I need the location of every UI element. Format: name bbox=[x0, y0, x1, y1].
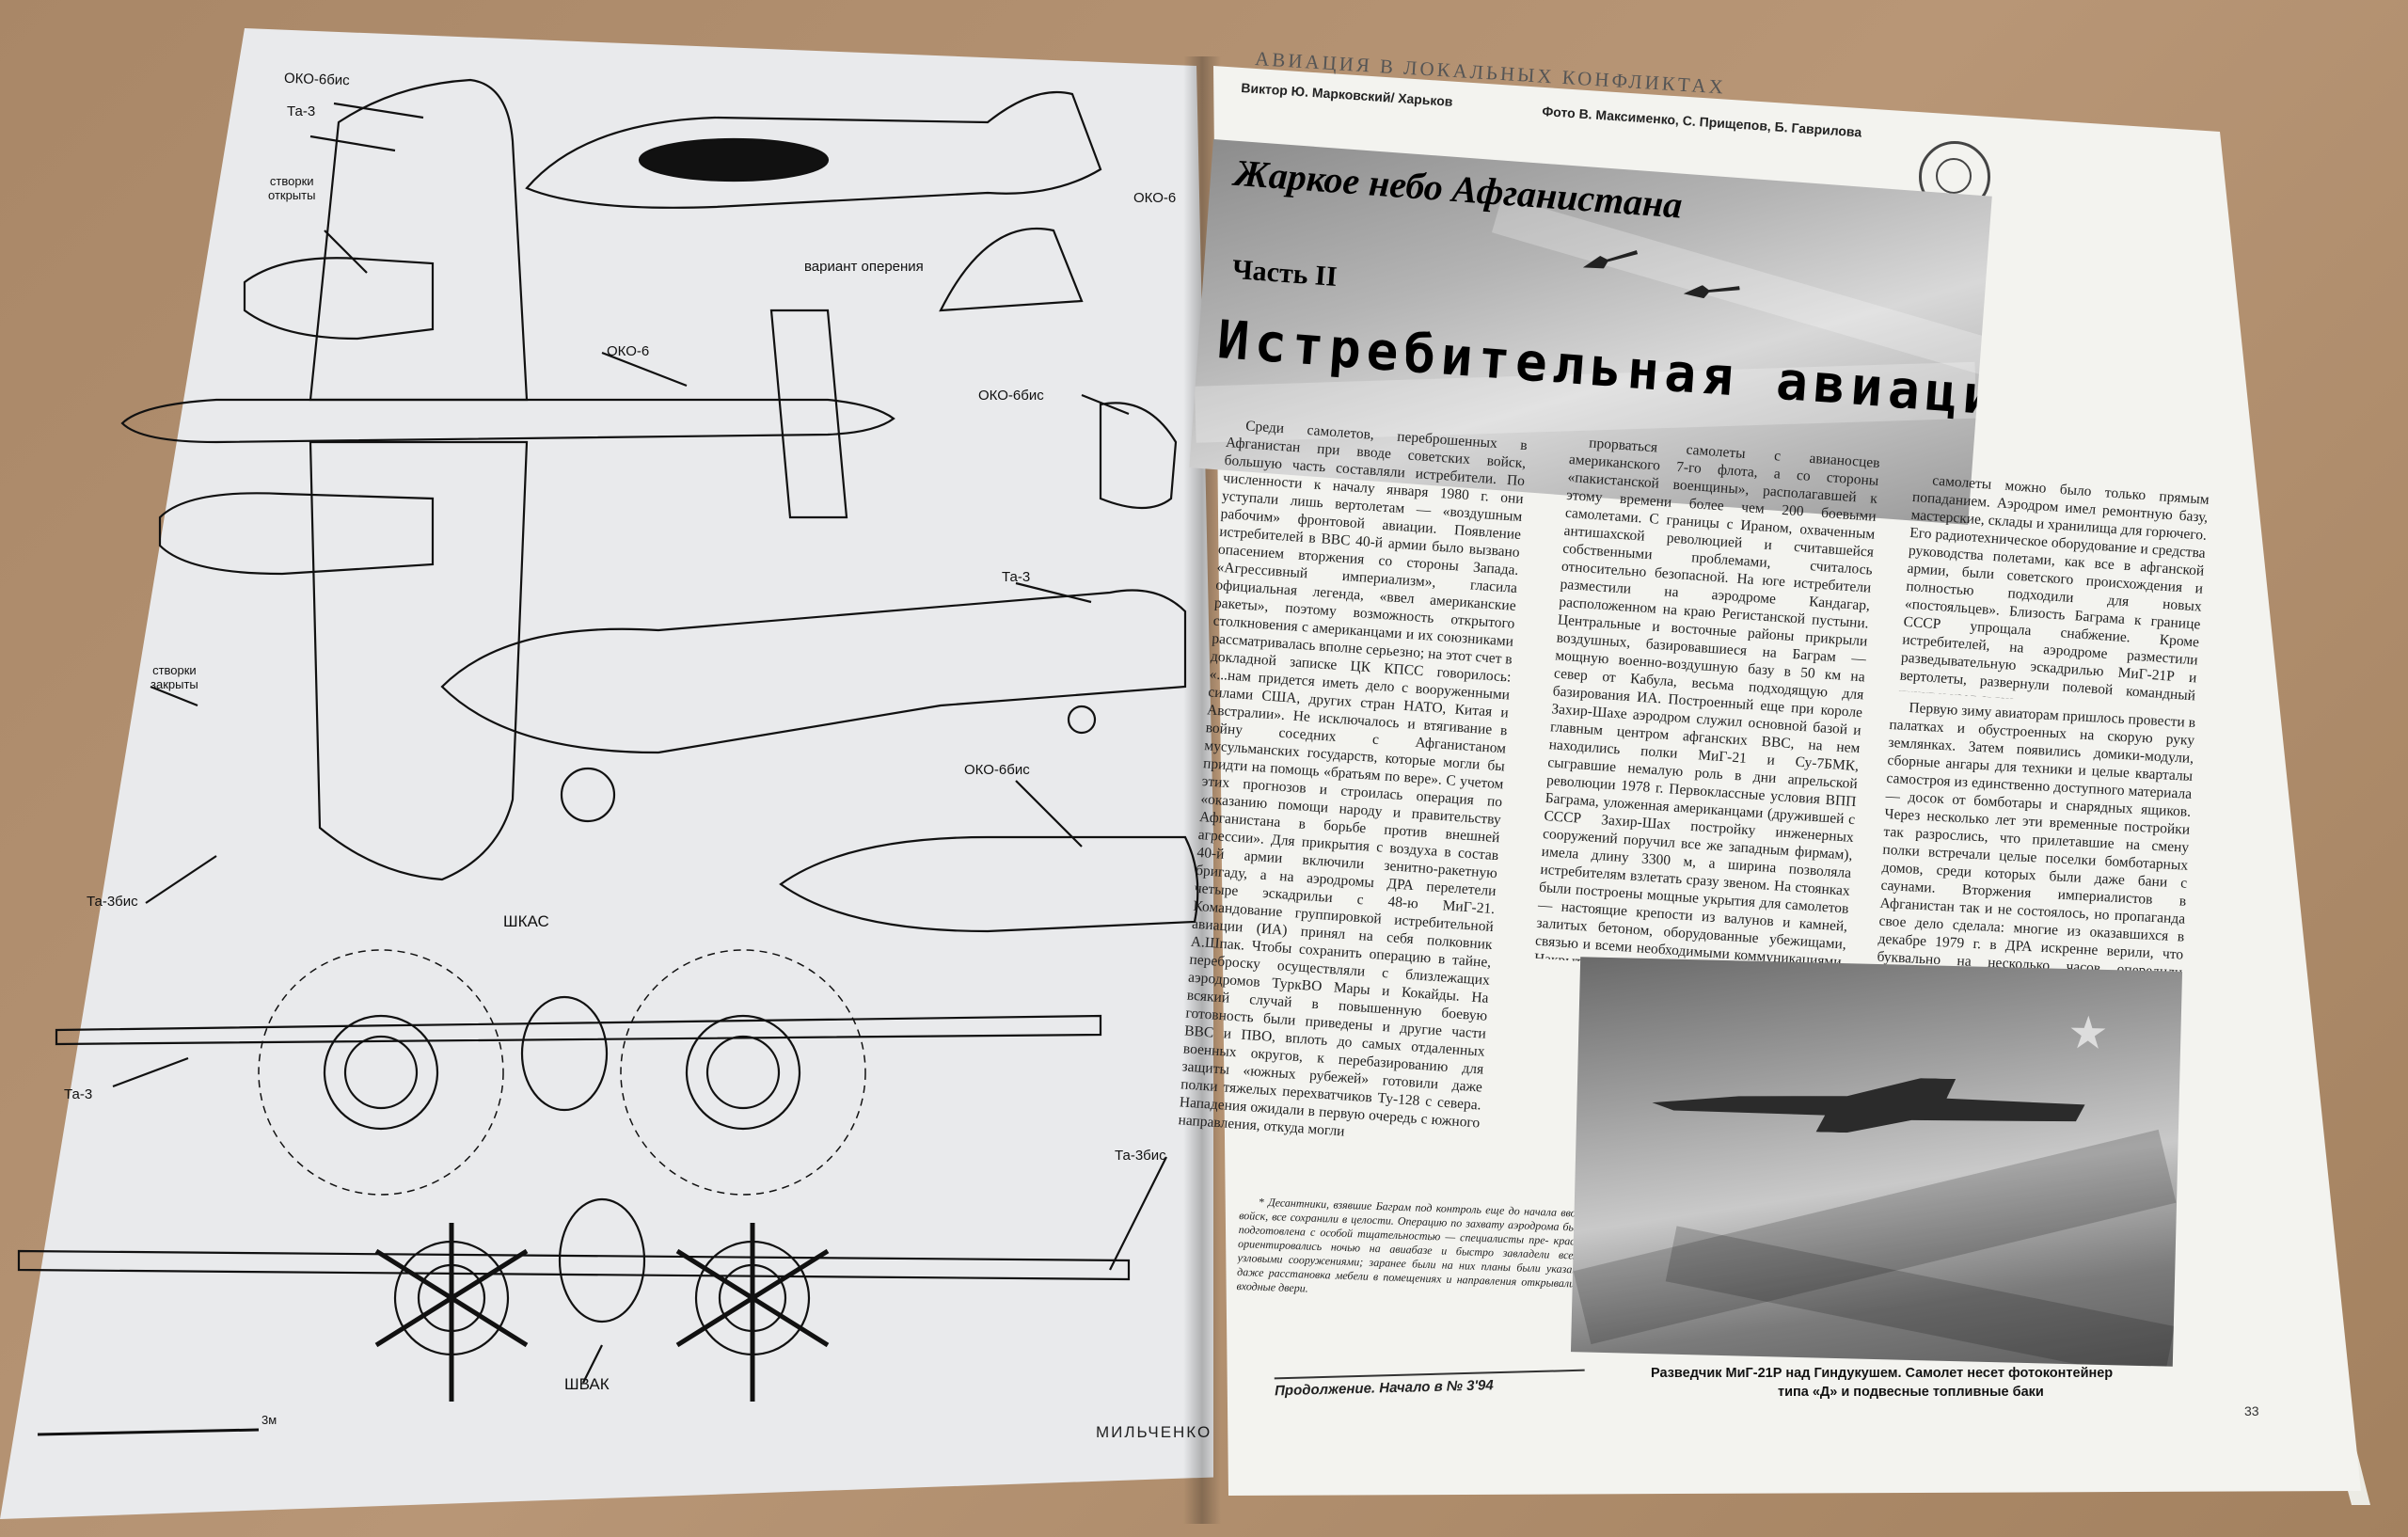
photo-caption-line-1: Разведчик МиГ-21Р над Гиндукушем. Самоле… bbox=[1651, 1366, 2114, 1381]
plan-wing-lower bbox=[309, 440, 529, 881]
magazine: ОКО-6бис Та-3 створки открыты ОКО-6 вари… bbox=[0, 28, 2370, 1537]
front-view-1-engine-right bbox=[685, 1014, 801, 1131]
plan-fuselage bbox=[120, 398, 895, 444]
photo-caption-line-2: типа «Д» и подвесные топливные баки bbox=[1778, 1385, 2044, 1400]
plan-wing-upper bbox=[309, 78, 529, 402]
label-oko6bis-top: ОКО-6бис bbox=[283, 70, 350, 89]
front-view-2-fuselage bbox=[558, 1197, 646, 1323]
label-stvorki-closed: створки закрыты bbox=[150, 663, 198, 691]
front-view-1-fuselage bbox=[520, 995, 609, 1112]
tail-variant bbox=[939, 227, 1084, 312]
front-view-1-wing bbox=[55, 1014, 1102, 1046]
front-view-2-wing bbox=[17, 1249, 1131, 1281]
label-ta3-mid: Та-3 bbox=[1002, 569, 1031, 585]
label-ta3bis-left: Та-3бис bbox=[87, 894, 138, 910]
plan-nacelle-top bbox=[243, 257, 435, 341]
label-scale: 3м bbox=[261, 1413, 277, 1427]
label-oko6bis-tail: ОКО-6бис bbox=[978, 388, 1044, 404]
plan-nacelle-bottom bbox=[158, 492, 435, 576]
mig21r-photo: ★ bbox=[1570, 957, 2183, 1367]
label-shkas: ШКАС bbox=[503, 912, 549, 930]
artist-signature: МИЛЬЧЕНКО bbox=[1096, 1423, 1212, 1441]
side-view-1 bbox=[525, 90, 1102, 209]
label-oko6-side: ОКО-6 bbox=[1133, 190, 1177, 206]
side-view-ta3 bbox=[440, 589, 1187, 754]
label-stvorki-open: створки открыты bbox=[268, 174, 316, 202]
star-icon: ★ bbox=[2067, 1007, 2110, 1059]
scale-bar bbox=[37, 1428, 260, 1436]
label-shvak: ШВАК bbox=[564, 1375, 610, 1393]
article-column-2: прорваться самолеты с авианосцев америка… bbox=[1534, 435, 1881, 976]
footnote: * Десантники, взявшие Баграм под контрол… bbox=[1236, 1195, 1588, 1295]
article-column-1: Среди самолетов, переброшенных в Афганис… bbox=[1178, 418, 1529, 1140]
aircraft-drawings bbox=[17, 78, 1199, 1436]
side-view-ta3-wheel bbox=[560, 767, 616, 823]
front-view-1-engine-left bbox=[323, 1014, 439, 1131]
label-ta3bis-front: Та-3бис bbox=[1115, 1148, 1166, 1164]
nose-oko6bis bbox=[779, 835, 1199, 933]
tail-oko6bis bbox=[1099, 402, 1178, 510]
label-ta3-top: Та-3 bbox=[287, 103, 316, 119]
side-view-1-canopy bbox=[638, 137, 830, 182]
mig21-jet-icon bbox=[1652, 1071, 2085, 1138]
label-oko6bis-nose: ОКО-6бис bbox=[964, 762, 1030, 778]
plan-tail bbox=[769, 309, 848, 519]
label-oko6-mid: ОКО-6 bbox=[607, 343, 650, 359]
article-part: Часть II bbox=[1230, 253, 1339, 293]
article-column-3a: самолеты можно было только прямым попада… bbox=[1899, 472, 2210, 709]
label-variant: вариант оперения bbox=[804, 259, 924, 275]
article-column-3b: Первую зиму авиаторам пришлось провести … bbox=[1877, 700, 2196, 987]
page-number: 33 bbox=[2244, 1403, 2259, 1418]
label-ta3-front: Та-3 bbox=[64, 1086, 93, 1102]
